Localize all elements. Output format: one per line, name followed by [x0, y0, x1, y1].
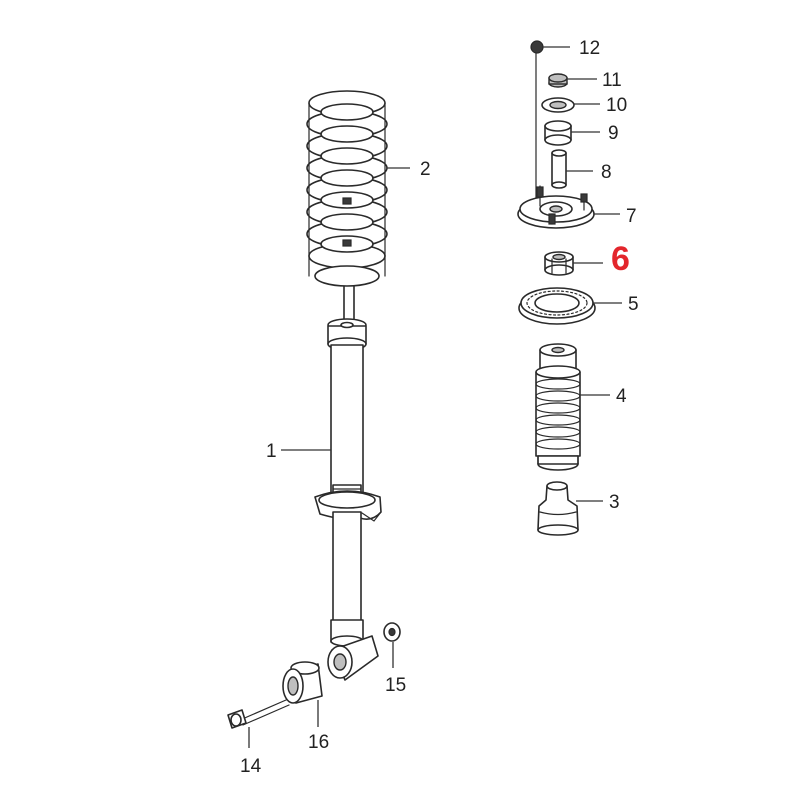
callout-5: 5 [628, 294, 639, 315]
callout-9: 9 [608, 123, 619, 144]
lower-eye-bushing [327, 635, 379, 681]
callout-2: 2 [420, 159, 431, 180]
shock-absorber [314, 318, 382, 647]
nut-11 [548, 73, 568, 88]
callout-10: 10 [606, 95, 627, 116]
bearing-ring [518, 287, 596, 325]
callout-3: 3 [609, 492, 620, 513]
callout-16: 16 [308, 732, 329, 753]
callout-6: 6 [611, 240, 630, 278]
bump-stop [537, 481, 579, 536]
mounting-bolt [227, 699, 290, 729]
upper-stud [530, 40, 544, 199]
callout-14: 14 [240, 756, 262, 777]
coil-spring [306, 90, 388, 287]
washer-10 [541, 97, 575, 113]
callout-8: 8 [601, 162, 612, 183]
callout-15: 15 [385, 675, 406, 696]
callout-11: 11 [602, 70, 622, 91]
callout-4: 4 [616, 386, 627, 407]
callout-7: 7 [626, 206, 637, 227]
bushing-9 [544, 120, 572, 146]
sleeve-8 [551, 149, 567, 189]
nut-6 [544, 251, 574, 276]
upper-mount-plate [517, 185, 595, 229]
callout-1: 1 [266, 441, 277, 462]
rubber-bushing [282, 661, 323, 704]
dust-boot [535, 343, 581, 471]
callout-12: 12 [579, 38, 600, 59]
washer [383, 622, 401, 642]
